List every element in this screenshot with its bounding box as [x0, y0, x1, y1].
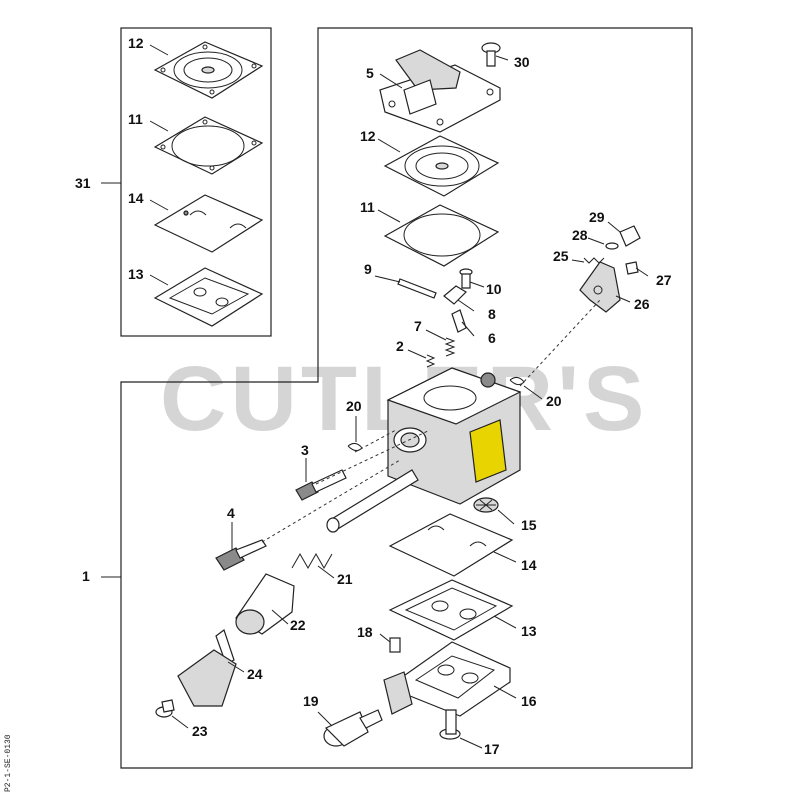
gasket-11 [383, 204, 500, 267]
label-31: 31 [75, 175, 91, 191]
screw-17 [439, 709, 461, 740]
label-2: 2 [396, 338, 404, 354]
kit-gasket-11 [153, 116, 264, 175]
leader-lines [101, 55, 649, 749]
shaft-9 [397, 278, 437, 299]
nut-29 [619, 225, 641, 247]
assembly-line-clip-20 [354, 429, 397, 453]
assembly-1-frame [120, 27, 693, 769]
label-5: 5 [366, 65, 374, 81]
pump-cover-5 [379, 49, 501, 133]
clip-20-right [509, 376, 525, 386]
label-29: 29 [589, 209, 605, 225]
diaphragm-12 [383, 135, 500, 197]
label-15: 15 [521, 517, 537, 533]
label-23: 23 [192, 723, 208, 739]
screen-15 [473, 497, 499, 513]
kit-31-frame [120, 27, 272, 337]
label-25: 25 [553, 248, 569, 264]
label-28: 28 [572, 227, 588, 243]
label-18: 18 [357, 624, 373, 640]
label-8: 8 [488, 306, 496, 322]
label-12-kit: 12 [128, 35, 144, 51]
spring-7 [444, 337, 456, 357]
label-20-right: 20 [546, 393, 562, 409]
drawing-code: P2-1-SE-0130 [4, 734, 13, 792]
kit-diaphragm-14 [153, 194, 264, 253]
assembly-line-screw-4 [261, 459, 401, 543]
label-22: 22 [290, 617, 306, 633]
label-11-kit: 11 [128, 111, 143, 127]
label-4: 4 [227, 505, 235, 521]
diaphragm-14 [388, 513, 514, 577]
label-9: 9 [364, 261, 372, 277]
inlet-needle-6 [451, 309, 467, 333]
screw-4 [215, 539, 267, 571]
spring-21 [291, 552, 333, 570]
pin-18 [389, 637, 401, 653]
label-14-kit: 14 [128, 190, 144, 206]
screw-10 [459, 268, 473, 289]
label-30: 30 [514, 54, 530, 70]
screw-30 [481, 42, 501, 67]
spring-2 [425, 354, 436, 368]
screw-23 [155, 699, 175, 718]
metering-cover-16 [383, 641, 511, 717]
kit-diaphragm-12 [153, 41, 264, 99]
label-1: 1 [82, 568, 90, 584]
screw-3 [295, 469, 347, 501]
lever-8 [443, 285, 467, 305]
label-6: 6 [488, 330, 496, 346]
label-19: 19 [303, 693, 319, 709]
label-27: 27 [656, 272, 672, 288]
fitting-19 [323, 709, 383, 747]
label-13-kit: 13 [128, 266, 144, 282]
label-14: 14 [521, 557, 537, 573]
label-12: 12 [360, 128, 376, 144]
choke-lever-24 [177, 629, 237, 707]
kit-gasket-13 [153, 267, 264, 327]
label-26: 26 [634, 296, 650, 312]
throttle-shaft [326, 469, 419, 533]
label-24: 24 [247, 666, 263, 682]
carburetor-body [386, 367, 522, 505]
washer-28 [605, 242, 619, 250]
label-7: 7 [414, 318, 422, 334]
label-13: 13 [521, 623, 537, 639]
gasket-13 [388, 579, 514, 641]
label-11: 11 [360, 199, 375, 215]
assembly-line-throttle [519, 299, 601, 387]
label-10: 10 [486, 281, 502, 297]
label-20-left: 20 [346, 398, 362, 414]
label-21: 21 [337, 571, 353, 587]
label-3: 3 [301, 442, 309, 458]
throttle-lever-26 [579, 261, 621, 313]
screw-27 [625, 261, 639, 275]
spring-25 [583, 257, 605, 264]
label-17: 17 [484, 741, 500, 757]
choke-housing-22 [235, 573, 295, 635]
label-16: 16 [521, 693, 537, 709]
